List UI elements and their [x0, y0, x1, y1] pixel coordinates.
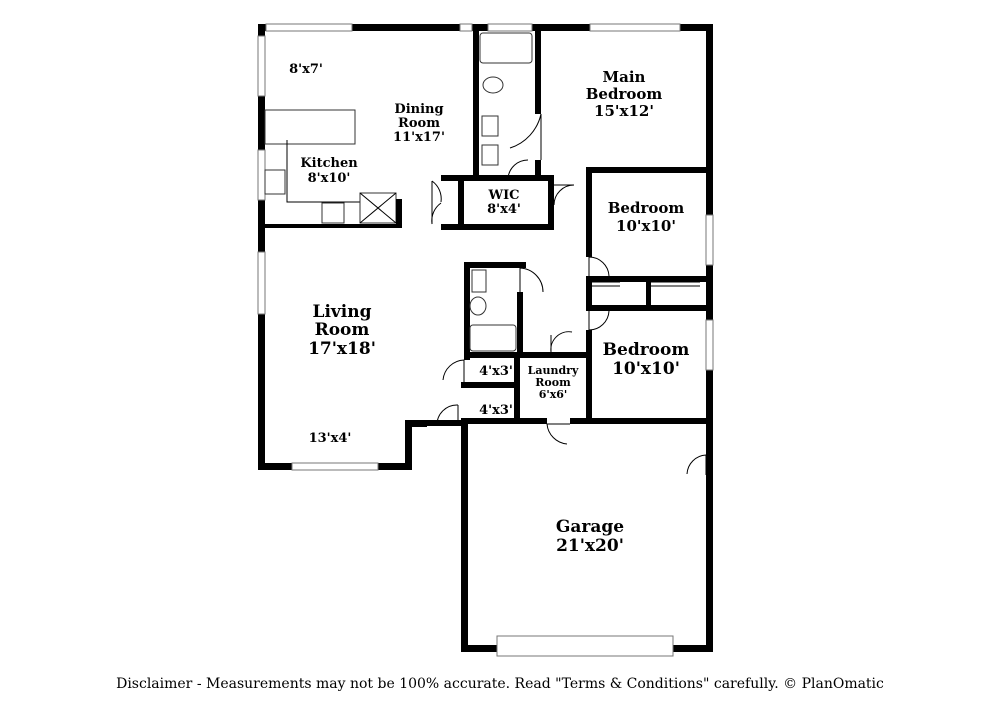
hall-a-dim: 4'x3': [479, 364, 513, 379]
bedroom-2-name: Bedroom: [603, 340, 690, 360]
main-bedroom-dim: 15'x12': [594, 102, 654, 120]
hall-b-dim: 4'x3': [479, 403, 513, 418]
main-bedroom-name-2: Bedroom: [586, 85, 663, 103]
bedroom-1-name: Bedroom: [608, 199, 685, 217]
wic-name: WIC: [487, 188, 519, 203]
dining-name-2: Room: [398, 116, 440, 131]
fixtures: [264, 32, 533, 352]
toilet-icon: [469, 296, 487, 316]
kitchen-sink-icon: [264, 169, 286, 195]
sink-icon: [481, 115, 499, 137]
doors: [431, 113, 707, 475]
disclaimer-text: Disclaimer - Measurements may not be 100…: [116, 676, 884, 692]
nook-dim: 8'x7': [289, 62, 323, 77]
wic-dim: 8'x4': [487, 202, 521, 217]
toilet-icon: [482, 76, 504, 94]
sink-icon: [481, 144, 499, 166]
interior-walls: [405, 24, 713, 426]
bedroom-2-dim: 10'x10': [612, 359, 680, 379]
living-name-2: Room: [315, 320, 370, 340]
laundry-name-2: Room: [535, 376, 571, 389]
garage-name: Garage: [556, 517, 624, 537]
room-labels: 8'x7' Dining Room 11'x17' Kitchen 8'x10'…: [289, 62, 689, 556]
kitchen-island: [264, 109, 356, 145]
garage-dim: 21'x20': [556, 536, 624, 556]
main-bedroom-name-1: Main: [603, 68, 646, 86]
windows: [257, 23, 714, 657]
bathtub-icon: [469, 324, 517, 352]
sink-icon: [471, 269, 487, 293]
laundry-dim: 6'x6': [539, 388, 568, 401]
kitchen-name: Kitchen: [300, 156, 358, 171]
living-dim: 17'x18': [308, 339, 376, 359]
dining-dim: 11'x17': [393, 130, 445, 145]
bedroom-1-dim: 10'x10': [616, 217, 676, 235]
stove-icon: [321, 202, 345, 224]
dining-name-1: Dining: [394, 102, 443, 117]
laundry-name-1: Laundry: [528, 364, 579, 377]
living-name-1: Living: [313, 302, 372, 322]
entry-dim: 13'x4': [309, 431, 352, 446]
kitchen-dim: 8'x10': [308, 171, 351, 186]
bathtub-icon: [479, 32, 533, 64]
